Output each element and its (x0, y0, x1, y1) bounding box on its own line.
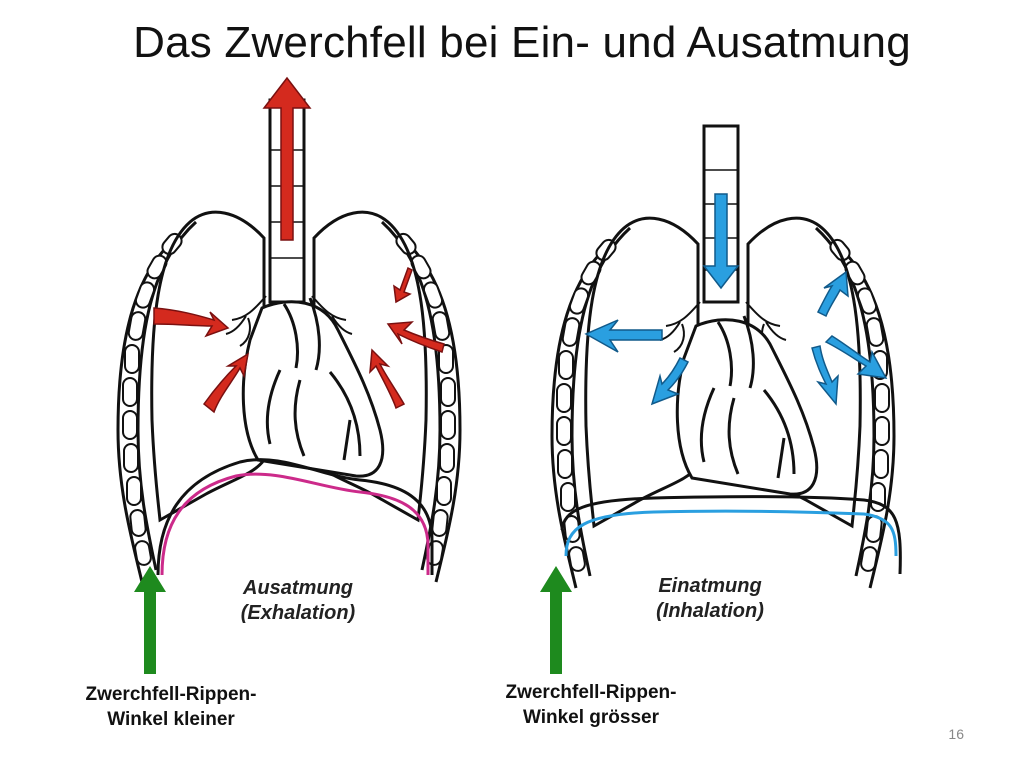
inhale-arrow-right-bottom-icon (811, 345, 839, 406)
exhale-arrow-left-top-icon (153, 307, 230, 338)
inhale-arrow-left-bottom-icon (650, 356, 690, 406)
exhale-arrow-right-top-icon (393, 266, 413, 304)
exhalation-label-line2: (Exhalation) (240, 602, 356, 624)
exhale-arrow-up-icon (262, 76, 312, 241)
exhalation-label: Ausatmung (Exhalation) (218, 576, 378, 626)
angle-label-left-line2: Winkel kleiner (107, 709, 235, 730)
angle-label-right: Zwerchfell-Rippen- Winkel grösser (476, 680, 706, 730)
exhale-arrow-right-bottom-icon (369, 348, 406, 410)
page-number: 16 (948, 726, 964, 742)
exhalation-figure (116, 76, 462, 674)
angle-label-right-line2: Winkel grösser (522, 707, 660, 728)
diaphragm-exhale-line (160, 472, 430, 576)
angle-label-left-line1: Zwerchfell-Rippen- (85, 684, 257, 705)
slide-title: Das Zwerchfell bei Ein- und Ausatmung (133, 18, 911, 67)
angle-arrow-left-icon (134, 566, 166, 674)
exhalation-label-line1: Ausatmung (243, 577, 353, 599)
inhale-arrow-left-top-icon (584, 319, 663, 353)
inhale-arrow-down-icon (702, 193, 740, 290)
exhale-arrow-left-bottom-icon (202, 352, 250, 414)
inhalation-label-line1: Einatmung (658, 575, 762, 597)
diaphragm-inhale-line (564, 509, 898, 557)
angle-arrow-right-icon (540, 566, 572, 674)
angle-label-left: Zwerchfell-Rippen- Winkel kleiner (56, 682, 286, 732)
inhalation-label: Einatmung (Inhalation) (630, 574, 790, 624)
inhalation-label-line2: (Inhalation) (656, 600, 764, 622)
exhale-arrow-right-middle-icon (386, 321, 445, 353)
exhale-arrows (153, 76, 445, 414)
inhale-arrow-right-top-icon (816, 270, 849, 318)
angle-label-right-line1: Zwerchfell-Rippen- (505, 682, 677, 703)
inhale-arrow-right-middle-icon (824, 335, 888, 379)
inhale-arrows (584, 193, 888, 406)
inhalation-figure (540, 124, 902, 674)
